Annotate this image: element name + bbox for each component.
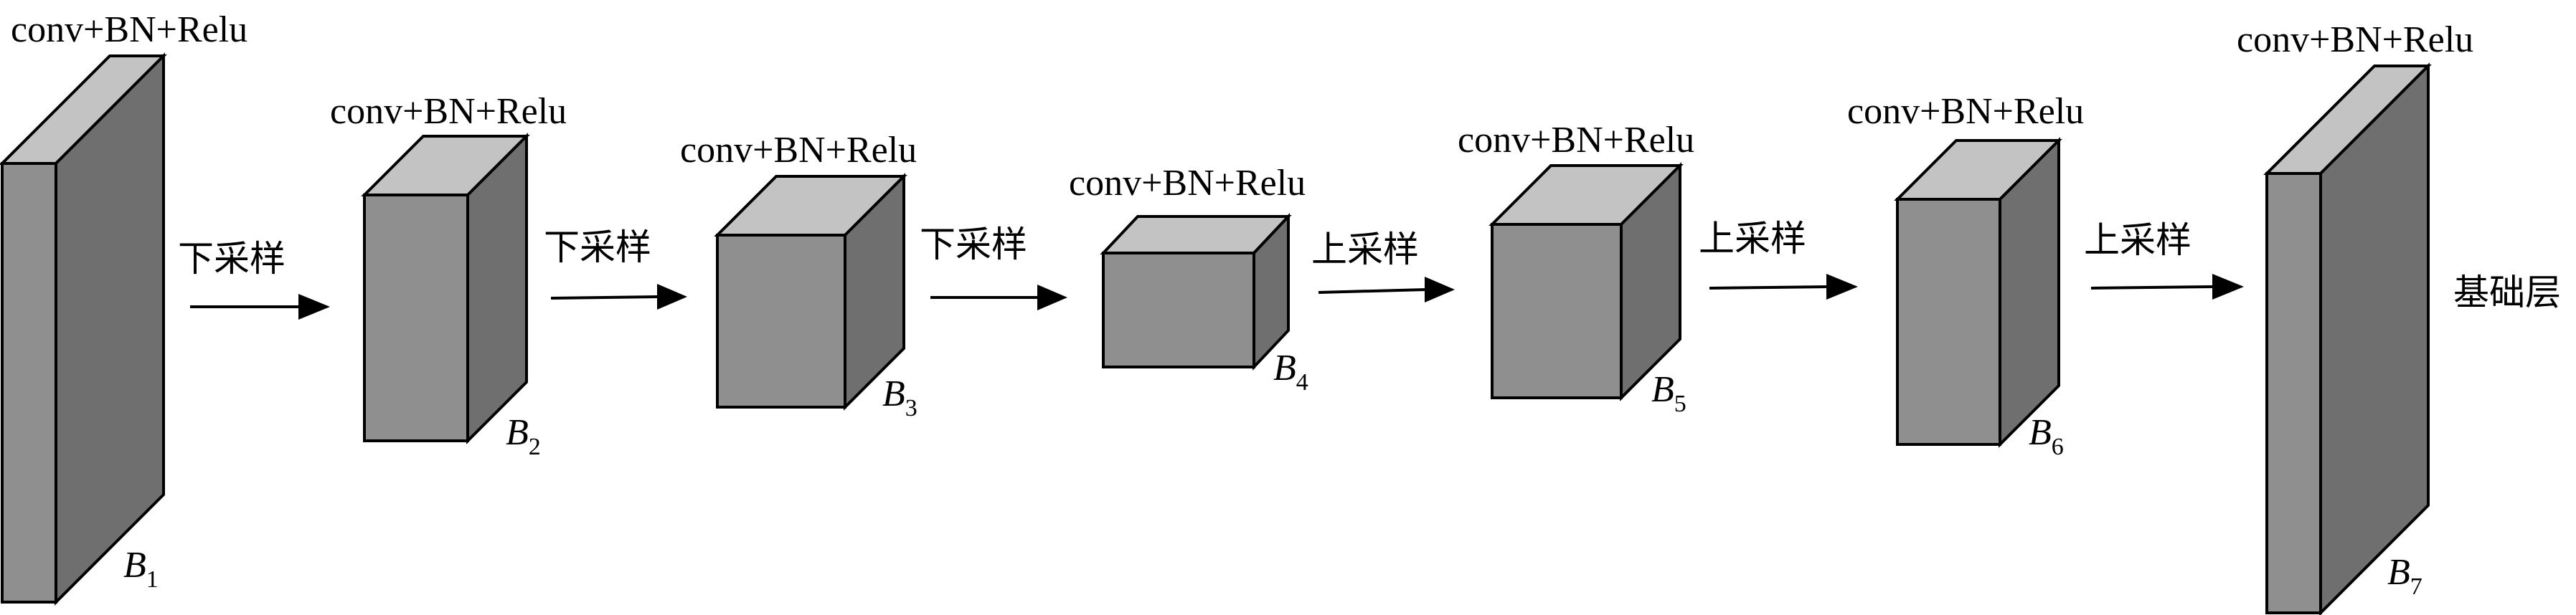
- operation-6-label: 上采样: [2084, 219, 2192, 261]
- arrow-4-line: [1318, 288, 1427, 294]
- block-6-label: conv+BN+Relu: [1847, 91, 2084, 132]
- operation-1-label: 下采样: [178, 238, 286, 280]
- block-5-label: conv+BN+Relu: [1458, 120, 1694, 161]
- block-3-label: conv+BN+Relu: [680, 130, 917, 171]
- block-7-front-face: [2265, 172, 2322, 614]
- block-3: conv+BN+Relu B3: [680, 130, 917, 421]
- block-7-label: conv+BN+Relu: [2237, 19, 2473, 60]
- block-1-side-face: [55, 52, 165, 606]
- arrow-2-line: [550, 295, 659, 300]
- operation-3-label: 下采样: [920, 224, 1027, 265]
- block-4-front-face: [1102, 252, 1255, 368]
- block-1-label: conv+BN+Relu: [11, 9, 247, 50]
- block-1: conv+BN+Relu B1: [0, 9, 247, 606]
- arrow-4: 上采样: [1311, 229, 1455, 302]
- arrow-2: 下采样: [544, 227, 687, 310]
- block-5-side-face: [1620, 162, 1681, 401]
- operation-2-label: 下采样: [544, 227, 651, 268]
- arrow-2-head: [657, 284, 687, 310]
- block-7: conv+BN+Relu B7: [2237, 19, 2473, 615]
- arrow-5-line: [1709, 285, 1829, 290]
- block-7-side-face: [2319, 62, 2430, 615]
- block-4: conv+BN+Relu B4: [1069, 163, 1308, 396]
- block-3-front-face: [716, 234, 846, 409]
- arrow-3: 下采样: [920, 224, 1067, 310]
- arrow-5-head: [1826, 274, 1858, 300]
- arrow-1-head: [298, 294, 330, 320]
- block-5: conv+BN+Relu B5: [1458, 120, 1694, 417]
- arrow-6-head: [2212, 274, 2244, 300]
- arrow-6-line: [2090, 285, 2214, 290]
- arrow-5: 上采样: [1699, 218, 1858, 300]
- block-6-name: B6: [2029, 412, 2064, 460]
- arrow-3-head: [1037, 285, 1067, 310]
- arrow-1: 下采样: [178, 238, 330, 320]
- arrow-4-head: [1425, 277, 1455, 302]
- arrow-6: 上采样: [2084, 219, 2244, 300]
- block-3-name: B3: [882, 373, 917, 421]
- block-1-name: B1: [123, 545, 159, 593]
- block-5-front-face: [1491, 223, 1623, 399]
- block-1-front-face: [1, 162, 57, 604]
- block-4-label: conv+BN+Relu: [1069, 163, 1306, 204]
- block-6-front-face: [1896, 198, 2001, 446]
- block-3-side-face: [844, 173, 905, 411]
- operation-5-label: 上采样: [1699, 218, 1806, 259]
- block-2: conv+BN+Relu B2: [330, 91, 567, 460]
- block-2-label: conv+BN+Relu: [330, 91, 567, 132]
- block-6: conv+BN+Relu B6: [1847, 91, 2084, 460]
- output-layer-label: 基础层: [2453, 272, 2561, 313]
- block-2-front-face: [363, 194, 469, 442]
- block-5-name: B5: [1651, 369, 1686, 417]
- operation-4-label: 上采样: [1311, 229, 1419, 270]
- block-6-side-face: [1999, 137, 2060, 448]
- block-4-side-face: [1252, 212, 1290, 371]
- block-2-side-face: [466, 133, 528, 444]
- block-2-name: B2: [506, 412, 541, 460]
- block-4-name: B4: [1273, 348, 1308, 396]
- block-7-name: B7: [2387, 552, 2422, 600]
